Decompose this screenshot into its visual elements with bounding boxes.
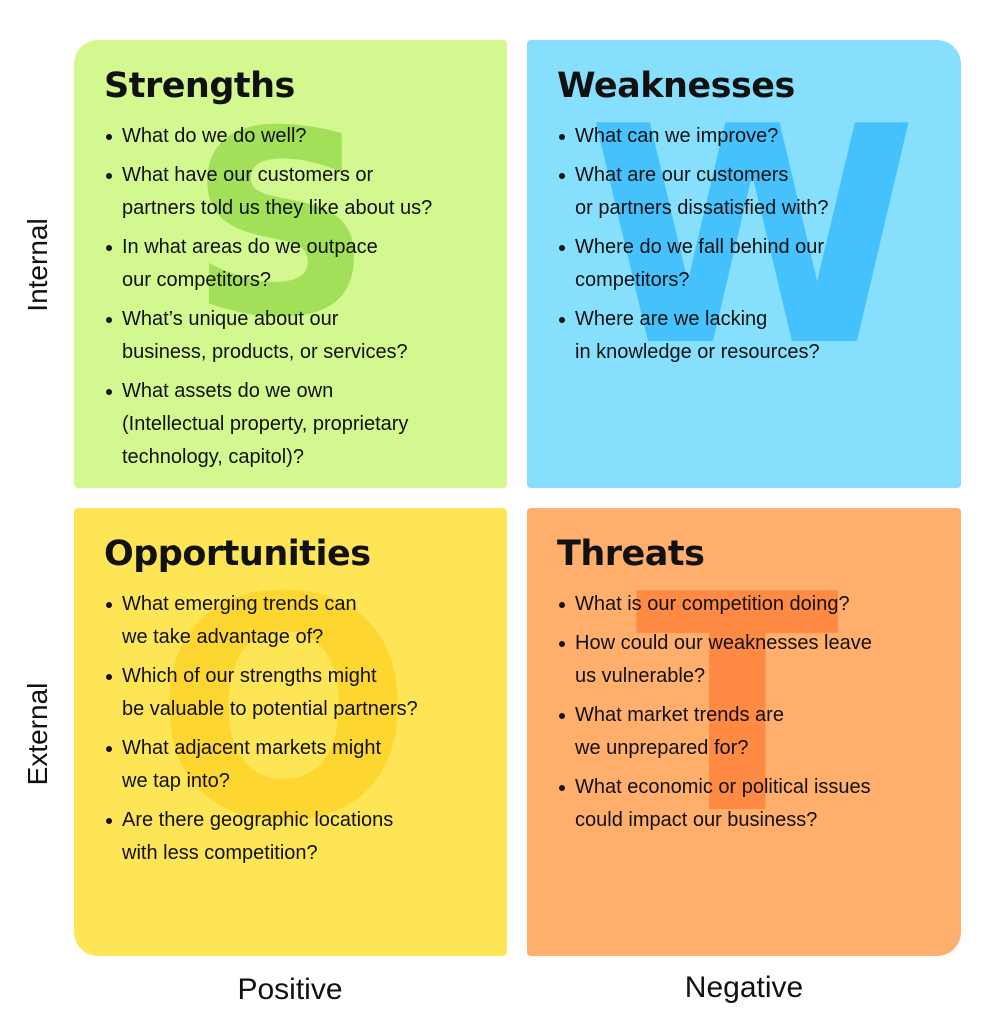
weaknesses-item: Where are we lacking in knowledge or res… [557, 303, 828, 369]
threats-item: What is our competition doing? [557, 588, 872, 621]
opportunities-item: Are there geographic locations with less… [104, 804, 418, 870]
weaknesses-quadrant: W Weaknesses What can we improve? What a… [527, 40, 961, 488]
strengths-item: What do we do well? [104, 120, 432, 153]
external-axis-label: External [22, 682, 53, 786]
weaknesses-item: What can we improve? [557, 120, 828, 153]
strengths-item: What have our customers or partners told… [104, 159, 432, 225]
weaknesses-item: What are our customers or partners dissa… [557, 159, 828, 225]
strengths-watermark-letter: S [189, 77, 373, 374]
strengths-list: What do we do well? What have our custom… [104, 120, 432, 480]
opportunities-quadrant: O Opportunities What emerging trends can… [74, 508, 507, 956]
strengths-title: Strengths [104, 66, 295, 106]
positive-axis-label: Positive [237, 973, 343, 1006]
weaknesses-item: Where do we fall behind our competitors? [557, 231, 828, 297]
opportunities-title: Opportunities [104, 534, 371, 574]
opportunities-item: Which of our strengths might be valuable… [104, 660, 418, 726]
weaknesses-title: Weaknesses [557, 66, 795, 106]
strengths-quadrant: S Strengths What do we do well? What hav… [74, 40, 507, 488]
strengths-item: In what areas do we outpace our competit… [104, 231, 432, 297]
threats-item: How could our weaknesses leave us vulner… [557, 627, 872, 693]
threats-item: What market trends are we unprepared for… [557, 699, 872, 765]
opportunities-list: What emerging trends can we take advanta… [104, 588, 418, 876]
strengths-item: What assets do we own (Intellectual prop… [104, 375, 432, 474]
internal-axis-label: Internal [22, 218, 53, 312]
opportunities-item: What adjacent markets might we tap into? [104, 732, 418, 798]
opportunities-watermark-letter: O [154, 533, 414, 888]
threats-watermark-letter: T [635, 531, 840, 880]
opportunities-item: What emerging trends can we take advanta… [104, 588, 418, 654]
threats-title: Threats [557, 534, 705, 574]
weaknesses-list: What can we improve? What are our custom… [557, 120, 828, 375]
negative-axis-label: Negative [684, 971, 804, 1004]
weaknesses-watermark-letter: W [587, 63, 918, 412]
threats-list: What is our competition doing? How could… [557, 588, 872, 843]
strengths-item: What’s unique about our business, produc… [104, 303, 432, 369]
threats-quadrant: T Threats What is our competition doing?… [527, 508, 961, 956]
threats-item: What economic or political issues could … [557, 771, 872, 837]
